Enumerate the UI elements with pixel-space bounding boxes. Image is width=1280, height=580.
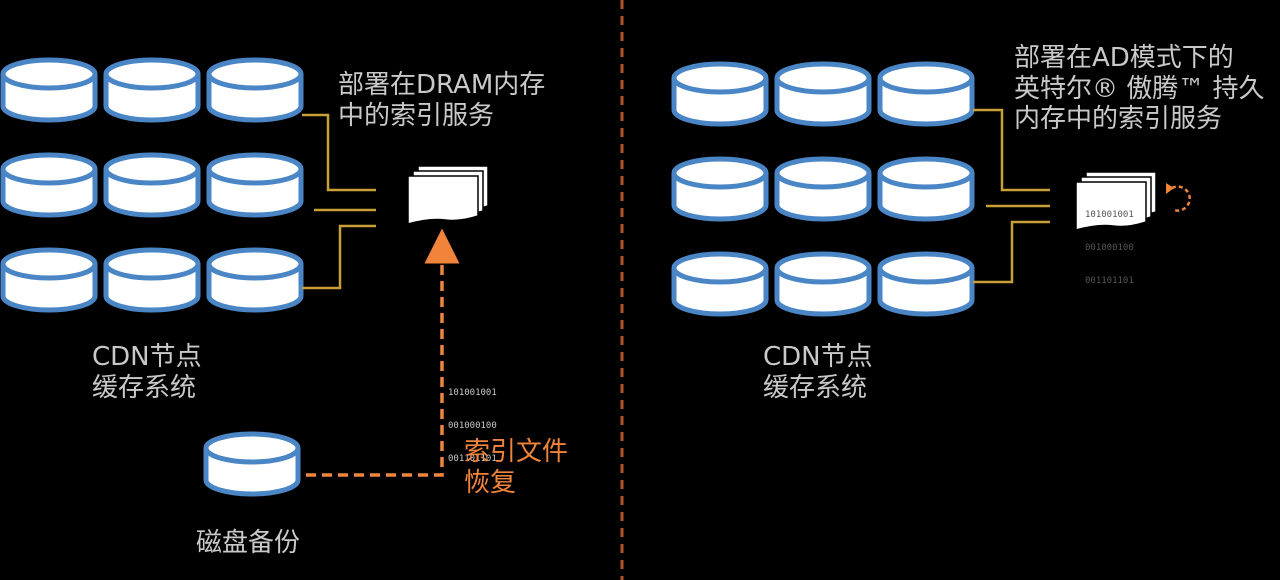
pmem-index-document-icon [1075,171,1157,231]
dram-index-label: 部署在DRAM内存 中的索引服务 [338,70,545,131]
refresh-icon [1166,183,1191,212]
binary-line: 001000100 [448,421,497,431]
dram-index-label-line-2: 中的索引服务 [338,100,495,131]
disk-icon [209,60,301,120]
disk-icon [209,155,301,215]
pmem-index-label-line-3: 内存中的索引服务 [1014,104,1223,135]
right-connectors [973,108,1050,284]
right-cdn-disk-cluster [674,64,972,314]
disk-icon [674,64,766,124]
disk-icon [777,254,869,314]
disk-icon [674,254,766,314]
backup-disk-icon [206,434,298,494]
disk-backup-label: 磁盘备份 [196,528,301,558]
left-cdn-label: CDN节点 缓存系统 [92,342,202,403]
pmem-index-label-line-2: 英特尔® 傲腾™ 持久 [1014,73,1265,104]
cdn-label-line-1: CDN节点 [92,342,202,372]
restore-label-line-2: 恢复 [464,467,517,498]
binary-line: 101001001 [1085,210,1134,220]
restore-label: 索引文件 恢复 [464,437,568,498]
cdn-label-line-2: 缓存系统 [763,372,868,403]
disk-icon [674,159,766,219]
binary-line: 001101101 [1085,276,1134,286]
cdn-label-line-2: 缓存系统 [92,372,197,403]
right-cdn-label: CDN节点 缓存系统 [763,342,873,403]
restore-label-line-1: 索引文件 [464,437,569,467]
binary-line: 001101101 [448,454,497,464]
cdn-label-line-1: CDN节点 [763,342,873,372]
disk-icon [3,60,95,120]
left-binary-text: 101001001 001000100 001101101 [448,366,497,476]
dram-index-label-line-1: 部署在DRAM内存 [338,70,546,100]
pmem-index-label: 部署在AD模式下的 英特尔® 傲腾™ 持久 内存中的索引服务 [1014,43,1265,135]
restore-arrow [306,228,460,477]
disk-icon [880,64,972,124]
pmem-index-label-line-1: 部署在AD模式下的 [1014,43,1234,73]
index-document-icon [407,165,489,225]
disk-icon [209,250,301,310]
disk-icon [106,155,198,215]
disk-icon [880,254,972,314]
right-binary-text: 101001001 001000100 001101101 [1085,188,1134,298]
disk-icon [777,64,869,124]
left-connectors [302,113,376,290]
disk-icon [106,250,198,310]
binary-line: 001000100 [1085,243,1134,253]
binary-line: 101001001 [448,388,497,398]
disk-icon [777,159,869,219]
disk-icon [106,60,198,120]
disk-icon [3,250,95,310]
disk-icon [880,159,972,219]
left-cdn-disk-cluster [3,60,301,310]
disk-icon [3,155,95,215]
